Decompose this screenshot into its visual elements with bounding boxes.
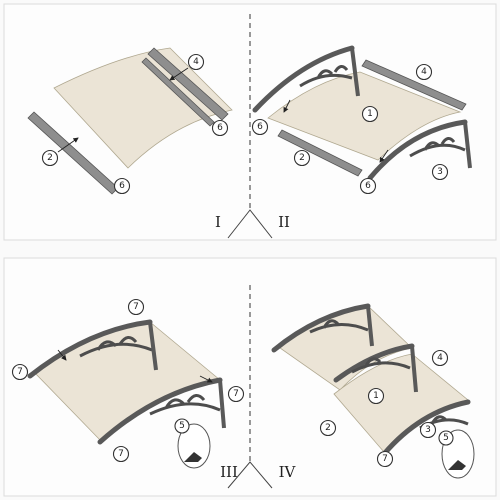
callout-iii-7a: 7 [127, 298, 145, 316]
svg-text:1: 1 [373, 391, 379, 401]
callout-ii-2: 2 [293, 149, 311, 167]
callout-i-6a: 6 [113, 177, 131, 195]
callout-iii-7b: 7 [11, 363, 29, 381]
svg-text:4: 4 [421, 67, 427, 77]
step-label-ii: II [278, 213, 290, 231]
step-triangle-top [227, 209, 273, 239]
canopy-bracket-front [79, 336, 153, 358]
svg-text:7: 7 [118, 449, 124, 459]
canopy-a-wall-bracket [366, 305, 374, 347]
callout-iv-7: 7 [376, 450, 394, 468]
callout-iii-7d: 7 [112, 445, 130, 463]
callout-ii-6a: 6 [251, 118, 269, 136]
svg-text:7: 7 [133, 302, 139, 312]
canopy-wall-bracket-rear [218, 379, 226, 429]
canopy-bracket-rear [149, 394, 221, 416]
svg-text:6: 6 [119, 181, 125, 191]
canopy-wall-bracket-front [148, 321, 158, 371]
callout-iv-1: 1 [367, 387, 385, 405]
svg-text:3: 3 [437, 167, 443, 177]
svg-text:3: 3 [425, 425, 431, 435]
callout-iii-5: 5 [174, 418, 190, 434]
callout-iii-7c: 7 [227, 385, 245, 403]
bracket-arm-top [299, 65, 353, 88]
svg-text:5: 5 [179, 421, 185, 431]
callout-iv-2: 2 [319, 419, 337, 437]
panel-iv-assembly [271, 303, 475, 479]
hook-detail-icon [184, 452, 202, 462]
svg-text:5: 5 [443, 433, 449, 443]
side-rail-right [147, 47, 229, 121]
svg-text:6: 6 [365, 181, 371, 191]
top-rail [361, 59, 467, 111]
wall-bracket-rear [463, 121, 472, 169]
svg-text:1: 1 [367, 109, 373, 119]
callout-iv-4: 4 [431, 349, 449, 367]
callout-ii-1: 1 [361, 105, 379, 123]
svg-text:6: 6 [257, 122, 263, 132]
step-label-iii: III [220, 463, 238, 481]
detail-bubble [177, 423, 211, 469]
step-label-i: I [215, 213, 221, 231]
canopy-b-wall-bracket [410, 345, 418, 393]
callout-ii-4: 4 [415, 63, 433, 81]
svg-text:6: 6 [217, 123, 223, 133]
canopy-a-frame [271, 303, 371, 353]
bracket-arm-rear [409, 137, 466, 158]
hook-detail-icon-iv [448, 460, 466, 470]
bottom-rail [277, 129, 363, 177]
canopy-rear-frame [97, 377, 223, 445]
front-frame-arc [252, 45, 355, 113]
panel-i-assembly [27, 47, 233, 195]
svg-text:4: 4 [193, 57, 199, 67]
callout-i-2: 2 [41, 149, 59, 167]
svg-text:4: 4 [437, 353, 443, 363]
callout-ii-3: 3 [431, 163, 449, 181]
callout-i-4: 4 [187, 53, 205, 71]
callout-iv-5: 5 [438, 430, 454, 446]
canopy-a-bracket [309, 319, 369, 334]
canopy-front-frame [27, 319, 153, 379]
panel-iii-assembly [27, 319, 226, 469]
wall-bracket-top [350, 47, 360, 97]
svg-text:2: 2 [299, 153, 305, 163]
canopy-b-rear-frame [381, 399, 471, 457]
svg-text:7: 7 [233, 389, 239, 399]
svg-text:2: 2 [47, 153, 53, 163]
callout-iv-3: 3 [419, 421, 437, 439]
svg-text:2: 2 [325, 423, 331, 433]
step-triangle-bottom [227, 461, 273, 489]
canopy-b-bracket [351, 357, 411, 374]
svg-text:7: 7 [382, 454, 388, 464]
callout-ii-6b: 6 [359, 177, 377, 195]
step-label-iv: IV [279, 463, 297, 481]
svg-text:7: 7 [17, 367, 23, 377]
rear-frame-arc [367, 119, 468, 181]
callout-i-6b: 6 [211, 119, 229, 137]
side-rail-right-inner [141, 57, 215, 127]
